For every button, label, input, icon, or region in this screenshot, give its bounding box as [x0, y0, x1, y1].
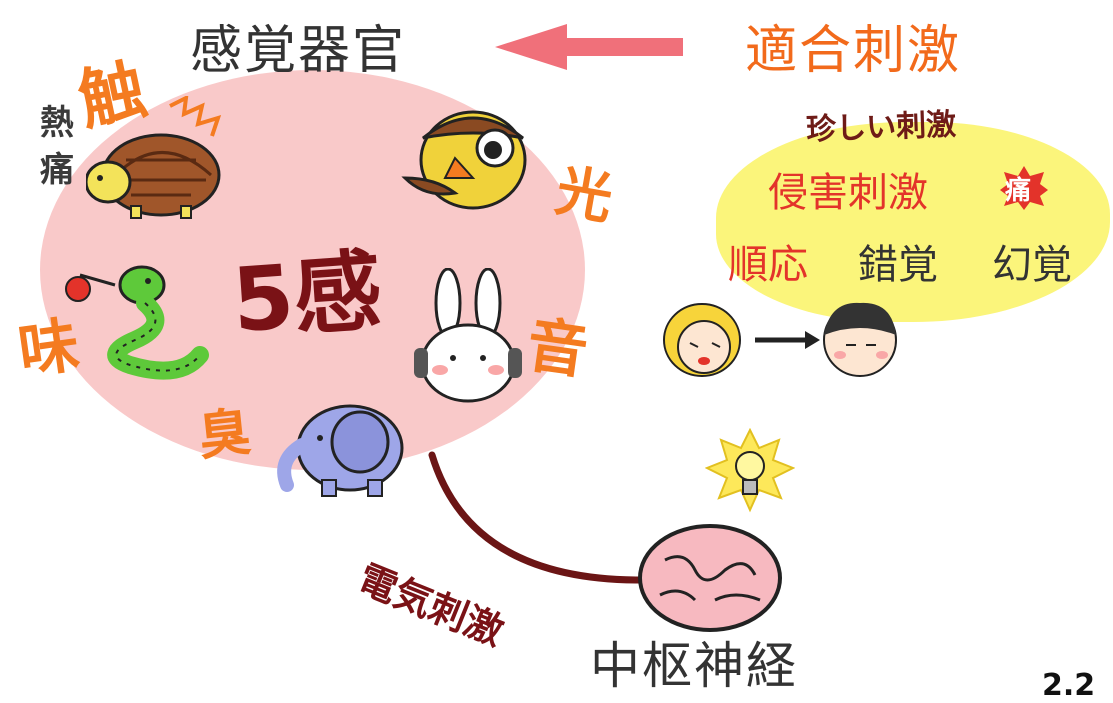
- zigzag-icon: [169, 96, 222, 137]
- pain-badge-icon: [1000, 166, 1048, 210]
- heat-label: 熱: [40, 103, 74, 143]
- pain-badge-label: 痛: [1005, 176, 1032, 206]
- rabbit-headphones-icon: [414, 268, 522, 403]
- adaptation-label: 順応: [728, 242, 808, 288]
- owl-icon: [401, 110, 527, 210]
- stimulus-types-blob: [716, 122, 1110, 322]
- brain-icon: [638, 524, 782, 632]
- adaptation-faces: [663, 302, 897, 377]
- five-senses-label: 5感: [229, 238, 386, 353]
- left-arrow-icon: [495, 24, 683, 70]
- hallucination-label: 幻覚: [992, 242, 1072, 288]
- noxious-stimulus-label: 侵害刺激: [768, 170, 928, 216]
- sound-label: 音: [522, 310, 592, 388]
- elephant-icon: [277, 404, 404, 497]
- adequate-stimulus-title: 適合刺激: [745, 21, 962, 81]
- calm-face-icon: [823, 302, 897, 377]
- blonde-face-icon: [663, 303, 741, 377]
- illusion-label: 錯覚: [858, 242, 938, 288]
- lightbulb-icon: [705, 428, 795, 513]
- rare-stimulus-label: 珍しい刺激: [805, 107, 957, 148]
- smell-label: 臭: [195, 402, 254, 468]
- snake-icon: [65, 265, 209, 380]
- central-nervous-system-label: 中枢神経: [590, 637, 798, 695]
- armadillo-icon: [86, 133, 221, 219]
- sense-organs-title: 感覚器官: [190, 21, 407, 81]
- corner-fragment: 2.2: [1042, 668, 1096, 703]
- pain-label: 痛: [40, 150, 74, 190]
